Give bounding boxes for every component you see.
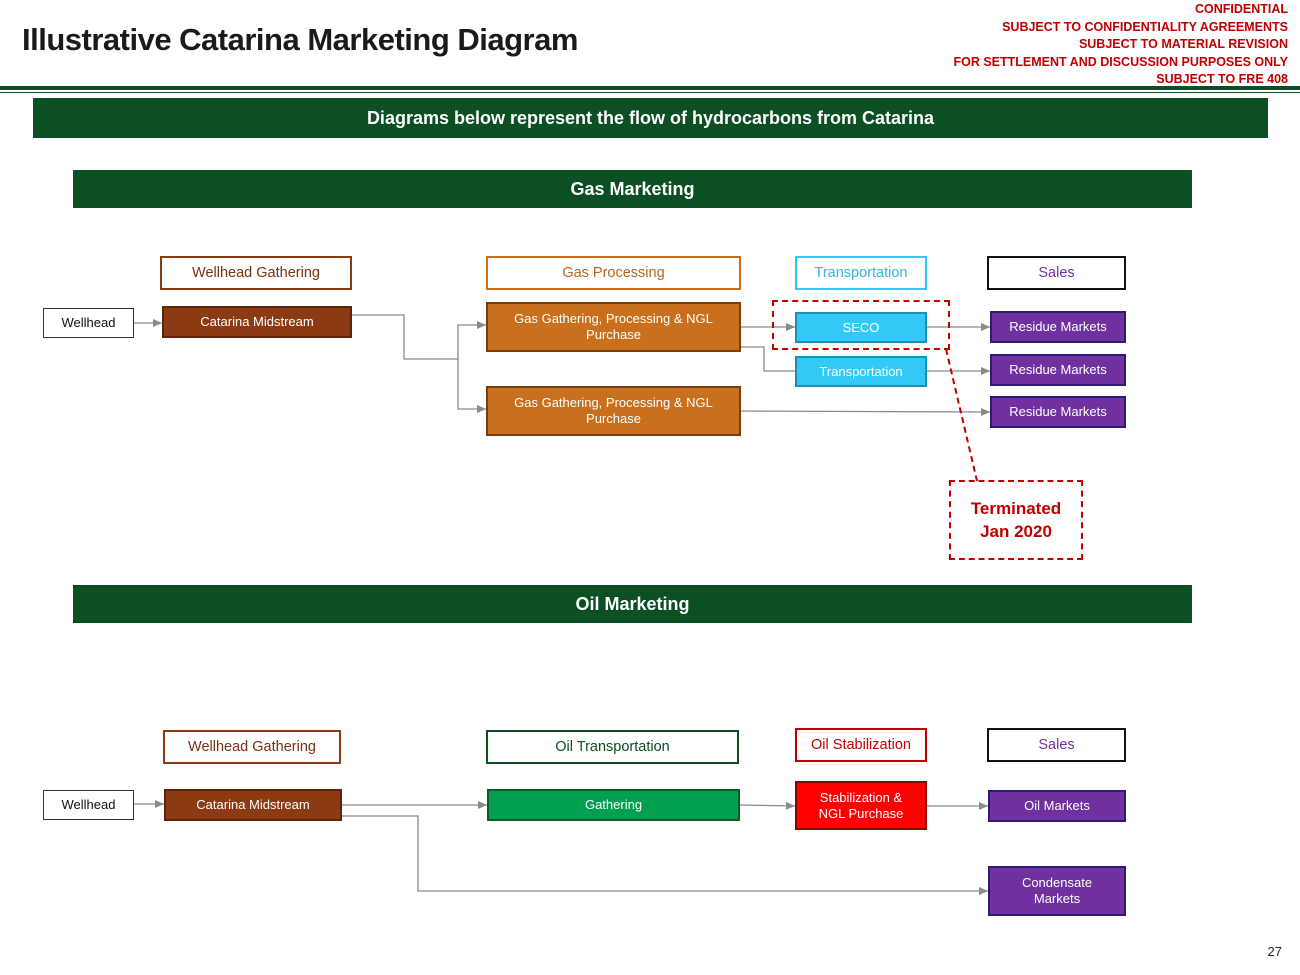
oil-header-transportation: Oil Transportation (486, 730, 739, 764)
confidential-line: SUBJECT TO MATERIAL REVISION (1078, 37, 1288, 51)
oil-markets-box: Oil Markets (988, 790, 1126, 822)
gas-to-processing-2-line (457, 359, 486, 413)
gas-transportation-box: Transportation (795, 356, 927, 387)
gas-header-wellhead-gathering: Wellhead Gathering (160, 256, 352, 290)
gas-header-processing: Gas Processing (486, 256, 741, 290)
oil-header-wellhead-gathering: Wellhead Gathering (163, 730, 341, 764)
header-rule-thin (0, 92, 1300, 93)
condensate-markets-box: Condensate Markets (988, 866, 1126, 916)
confidential-line: SUBJECT TO CONFIDENTIALITY AGREEMENTS (1002, 19, 1288, 34)
page-title: Illustrative Catarina Marketing Diagram (22, 22, 578, 57)
gas-wellhead-box: Wellhead (43, 308, 134, 338)
gas-seco-box: SECO (795, 312, 927, 343)
gas-header-sales: Sales (987, 256, 1126, 290)
confidentiality-notice: CONFIDENTIAL SUBJECT TO CONFIDENTIALITY … (953, 1, 1288, 89)
confidential-line: SUBJECT TO FRE 408 (1156, 72, 1288, 86)
oil-gathering-to-stabilization-line (739, 801, 796, 810)
oil-header-sales: Sales (987, 728, 1126, 762)
terminated-callout: Terminated Jan 2020 (949, 480, 1083, 560)
gas-processing-box-1: Gas Gathering, Processing & NGL Purchase (486, 302, 741, 352)
oil-midstream-to-condensate-line (342, 815, 988, 895)
terminated-label: Terminated (970, 499, 1062, 518)
gas-processing-box-2: Gas Gathering, Processing & NGL Purchase (486, 386, 741, 436)
gas-residue-markets-box-3: Residue Markets (990, 396, 1126, 428)
gas-midstream-box: Catarina Midstream (162, 306, 352, 338)
gas-midstream-to-processing-line (352, 314, 458, 360)
oil-gathering-box: Gathering (487, 789, 740, 821)
gas-processing-to-transport-line (740, 346, 795, 372)
oil-marketing-heading: Oil Marketing (73, 585, 1192, 623)
confidential-line: CONFIDENTIAL (1194, 2, 1288, 16)
gas-processing-2-to-residue-line (739, 407, 991, 416)
oil-stabilization-box: Stabilization & NGL Purchase (795, 781, 927, 830)
intro-banner: Diagrams below represent the flow of hyd… (33, 98, 1268, 138)
page-number: 27 (1267, 944, 1282, 959)
oil-midstream-box: Catarina Midstream (164, 789, 342, 821)
terminated-leader-line (945, 348, 978, 482)
terminated-date: Jan 2020 (980, 522, 1052, 541)
gas-to-processing-1-line (457, 321, 486, 359)
oil-wellhead-box: Wellhead (43, 790, 134, 820)
gas-header-transportation: Transportation (795, 256, 927, 290)
gas-residue-markets-box-2: Residue Markets (990, 354, 1126, 386)
header-rule (0, 86, 1300, 90)
oil-header-stabilization: Oil Stabilization (795, 728, 927, 762)
gas-residue-markets-box-1: Residue Markets (990, 311, 1126, 343)
confidential-line: FOR SETTLEMENT AND DISCUSSION PURPOSES O… (953, 54, 1288, 69)
gas-marketing-heading: Gas Marketing (73, 170, 1192, 208)
seco-terminated-highlight (772, 300, 950, 350)
